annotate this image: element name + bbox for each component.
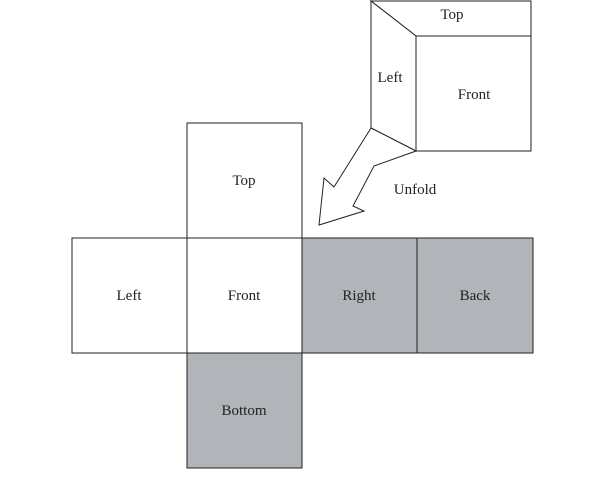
unfold-arrow-shape [318,127,418,226]
cube-front-label: Front [458,87,491,103]
net-right-face [301,237,418,354]
cube-left-label: Left [378,70,404,86]
net-right-label: Right [342,288,376,304]
net-top-label: Top [232,173,255,189]
cube-net: Top Left Front Right Back Bottom [71,122,534,469]
net-front-label: Front [228,288,261,304]
unfold-label: Unfold [394,182,437,198]
cube-3d: Top Left Front [369,0,532,152]
net-bottom-face [186,352,303,469]
cube-top-label: Top [440,7,463,23]
unfold-arrow: Unfold [318,127,437,226]
net-back-label: Back [460,288,491,304]
cube-front-face [415,35,532,152]
net-back-face [416,237,534,354]
net-bottom-label: Bottom [221,403,266,419]
net-left-face [71,237,188,354]
net-left-label: Left [117,288,143,304]
